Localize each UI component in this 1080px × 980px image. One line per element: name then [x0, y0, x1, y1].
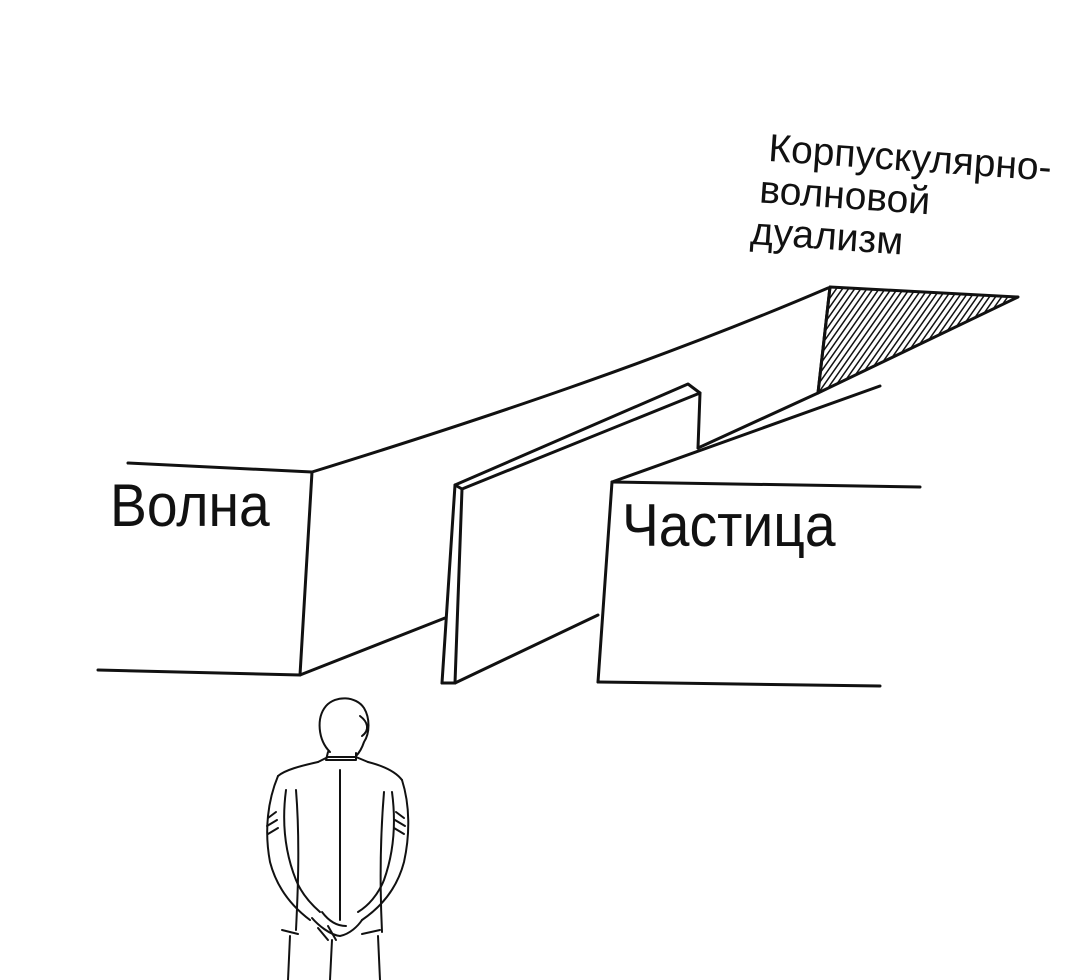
man-figure — [266, 697, 410, 980]
wave-path-label: Волна — [110, 472, 270, 539]
particle-path-label: Частица — [622, 492, 836, 559]
left-wall — [96, 286, 830, 677]
middle-panel — [440, 382, 702, 685]
hidden-passage — [696, 285, 1020, 450]
right-wall — [596, 384, 922, 688]
wave-particle-duality-label: Корпускулярно- волновой дуализм — [749, 127, 1053, 273]
